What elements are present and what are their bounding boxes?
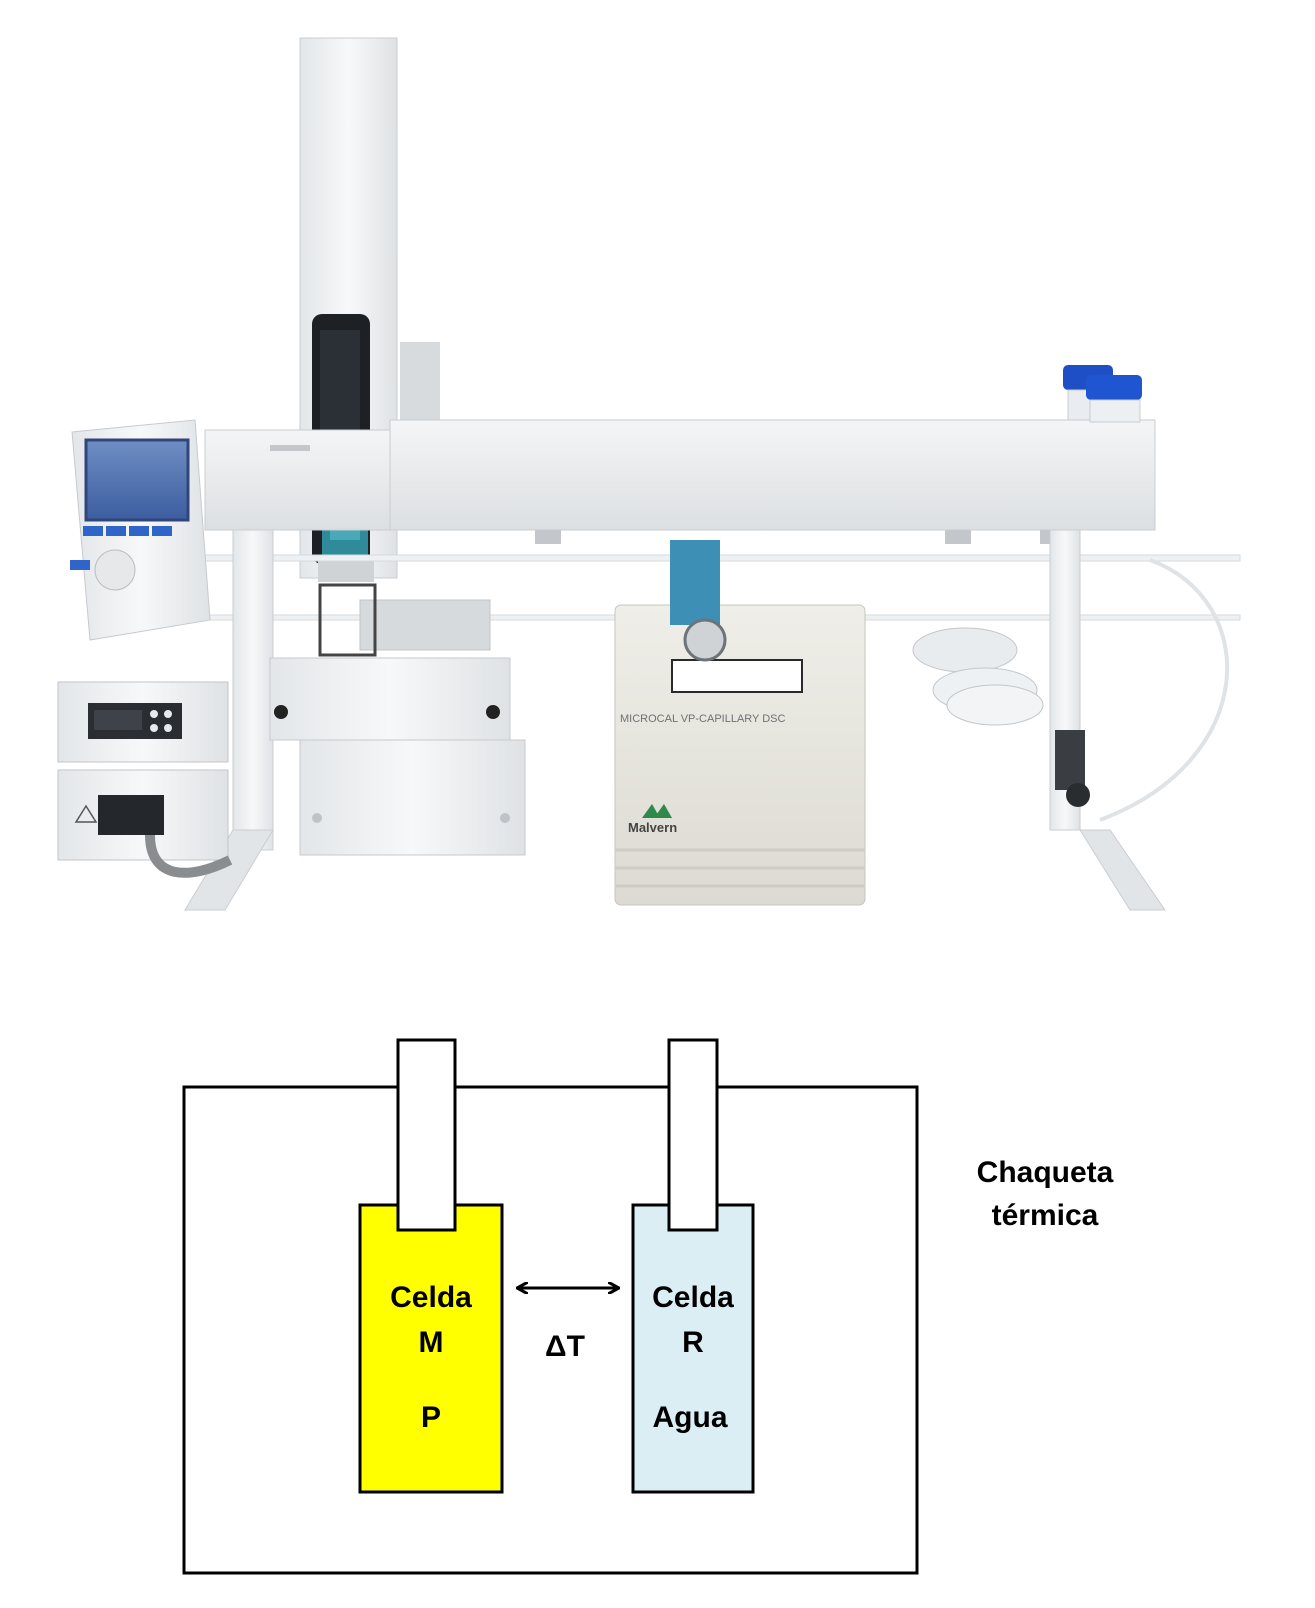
control-pendant bbox=[70, 419, 211, 641]
sample-cell-content: P bbox=[421, 1401, 441, 1434]
horizontal-beam bbox=[129, 342, 1241, 621]
reagent-bottles bbox=[1063, 365, 1142, 423]
reference-cell-label-line2: R bbox=[682, 1326, 704, 1359]
sample-cell-label-line1: Celda bbox=[390, 1281, 472, 1314]
reference-cell bbox=[631, 1203, 755, 1494]
reference-cell-content: Agua bbox=[653, 1401, 728, 1434]
brand-logo-text: Malvern bbox=[628, 820, 677, 835]
controller-box bbox=[57, 681, 233, 878]
jacket-label-line2: térmica bbox=[992, 1199, 1099, 1232]
dsc-unit: MICROCAL VP-CAPILLARY DSC Malvern bbox=[614, 540, 866, 906]
thermal-jacket bbox=[182, 1085, 919, 1575]
sample-cell bbox=[358, 1203, 504, 1494]
right-carousel bbox=[912, 529, 1230, 911]
jacket-label-line1: Chaqueta bbox=[977, 1156, 1114, 1189]
instrument-photo: MICROCAL VP-CAPILLARY DSC Malvern bbox=[57, 37, 1241, 911]
sample-cell-label-line2: M bbox=[419, 1326, 444, 1359]
left-leg bbox=[184, 529, 274, 911]
reference-cell-capillary bbox=[667, 1038, 719, 1232]
reference-cell-label-line1: Celda bbox=[652, 1281, 734, 1314]
instrument-model-text: MICROCAL VP-CAPILLARY DSC bbox=[620, 713, 786, 725]
sample-cell-capillary bbox=[396, 1038, 457, 1232]
sample-tray bbox=[269, 583, 526, 856]
delta-t-label: ΔT bbox=[545, 1330, 585, 1363]
